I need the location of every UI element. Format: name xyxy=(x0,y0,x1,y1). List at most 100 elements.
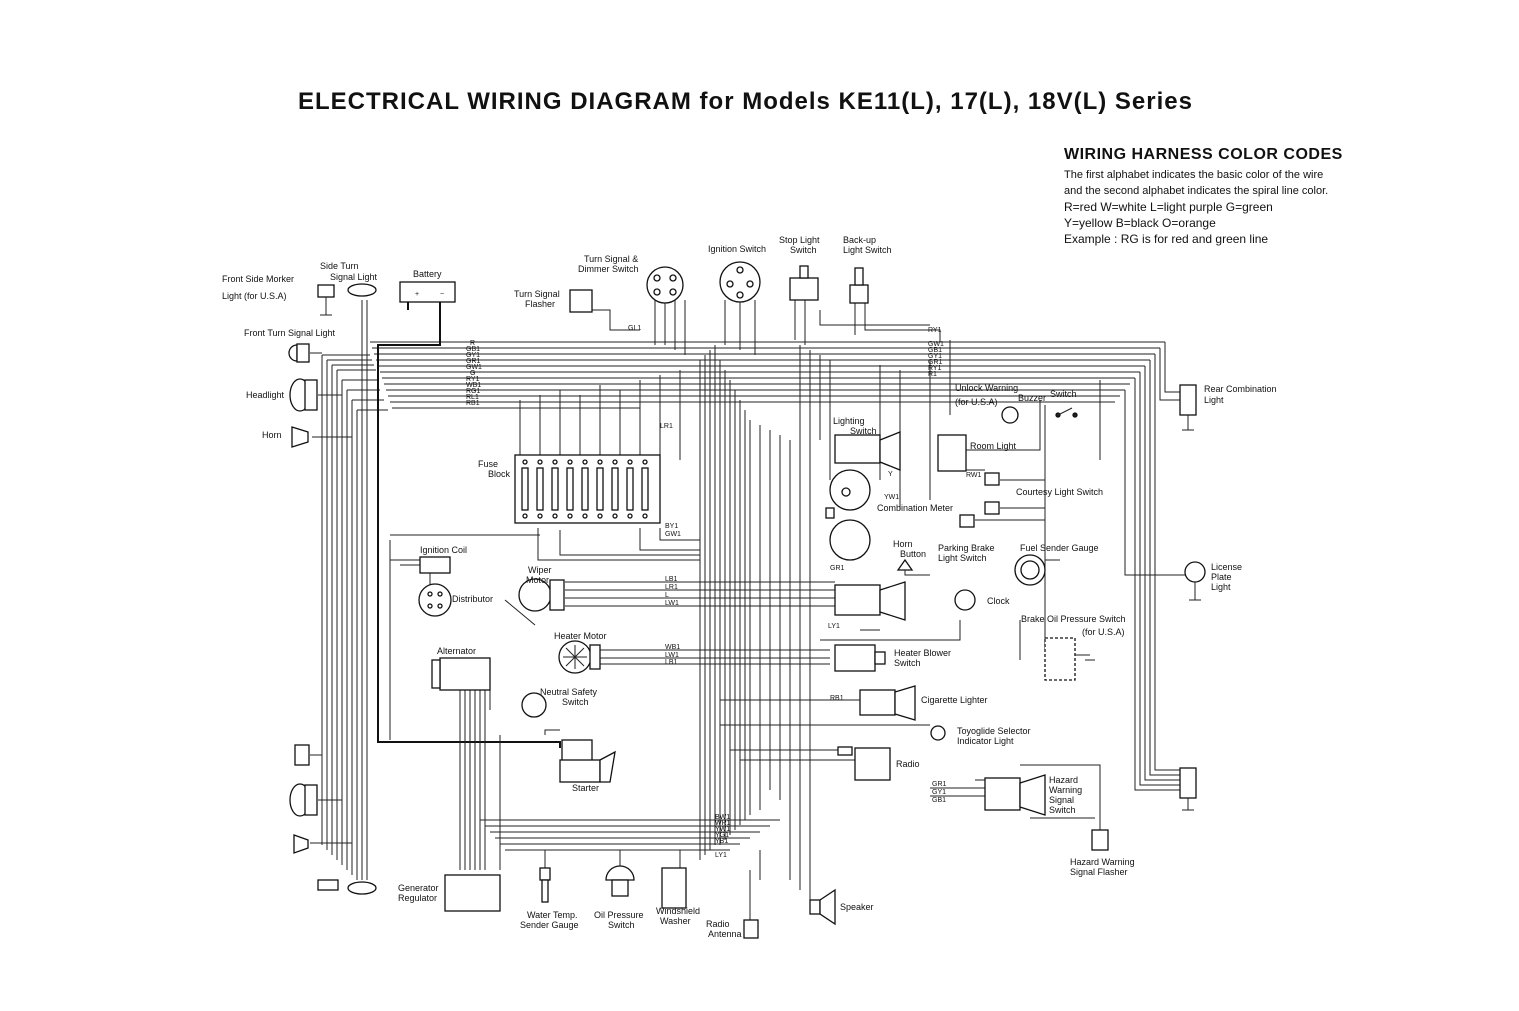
generator-regulator xyxy=(444,874,501,912)
svg-text:−: − xyxy=(440,291,444,298)
oil-pressure-label: Oil Pressure xyxy=(594,910,644,920)
heater-blower-label-2: Switch xyxy=(894,658,921,668)
engine-wire-codes: BW1 WR1 YW1 YG1 YB1 LY1 xyxy=(715,814,731,859)
legend-line-1: The first alphabet indicates the basic c… xyxy=(1064,169,1324,181)
license-plate-label-3: Light xyxy=(1211,582,1231,592)
wiper-motor xyxy=(504,578,565,626)
fuse-block-label-2: Block xyxy=(488,469,511,479)
misc-wire-codes: GL1 GR1 LR1 RB1 BY1 GW1 LY1 RW1 YW1 Y xyxy=(628,325,982,702)
neutral-safety-switch xyxy=(521,692,547,718)
side-turn-signal-label-2: Signal Light xyxy=(330,272,378,282)
front-side-marker-label: Front Side Morker xyxy=(222,274,294,284)
front-side-marker-light xyxy=(317,284,335,316)
lighting-switch-label: Lighting xyxy=(833,416,865,426)
lighting-switch xyxy=(834,431,901,471)
fuse-terminal xyxy=(642,513,648,519)
front-side-marker-light-2 xyxy=(317,879,339,891)
wire-code: LW1 xyxy=(665,600,679,607)
hazard-wire-codes: GR1 GY1 GB1 xyxy=(932,781,947,804)
wire-code: LY1 xyxy=(715,852,727,859)
heater-blower-switch xyxy=(834,644,886,672)
fuse-terminal xyxy=(567,513,573,519)
side-turn-signal-light xyxy=(347,283,377,297)
combination-meter xyxy=(825,469,871,561)
wire-code: LR1 xyxy=(660,423,673,430)
radio-antenna-label: Radio xyxy=(706,919,730,929)
fuse-terminal xyxy=(582,459,588,465)
wire-code: GB1 xyxy=(928,347,942,354)
heater-motor-label: Heater Motor xyxy=(554,631,607,641)
horn-2 xyxy=(293,834,309,854)
wire-code: BW1 xyxy=(715,814,730,821)
water-temp-label-2: Sender Gauge xyxy=(520,920,579,930)
clock xyxy=(954,589,976,611)
rear-combination-label-2: Light xyxy=(1204,395,1224,405)
radio-label: Radio xyxy=(896,759,920,769)
front-turn-signal-label: Front Turn Signal Light xyxy=(244,328,336,338)
ignition-switch xyxy=(719,261,761,303)
parking-brake-label-2: Light Switch xyxy=(938,553,987,563)
wire-code: WB1 xyxy=(466,382,481,389)
wire-code: GW1 xyxy=(928,341,944,348)
hazard-switch-label-3: Signal xyxy=(1049,795,1074,805)
svg-text:+: + xyxy=(415,291,419,298)
brake-oil-pressure-switch xyxy=(1044,637,1095,681)
right-wire-codes: RY1 GW1 GB1 GY1 GR1 RY1 R1 xyxy=(928,327,944,378)
fuse xyxy=(641,467,649,511)
fuel-sender-label: Fuel Sender Gauge xyxy=(1020,543,1099,553)
water-temp-sender-gauge xyxy=(539,867,551,903)
hazard-warning-flasher xyxy=(1091,829,1109,851)
fuse-terminal xyxy=(597,513,603,519)
stop-light-switch-label: Stop Light xyxy=(779,235,820,245)
water-temp-label: Water Temp. xyxy=(527,910,578,920)
neutral-safety-label: Neutral Safety xyxy=(540,687,598,697)
wire-code: L xyxy=(665,592,669,599)
wire-code: GY1 xyxy=(928,353,942,360)
hazard-flasher-label-2: Signal Flasher xyxy=(1070,867,1128,877)
fuse-terminal xyxy=(582,513,588,519)
cigarette-lighter xyxy=(850,685,916,721)
turn-signal-flasher-label-2: Flasher xyxy=(525,299,555,309)
fuse xyxy=(566,467,574,511)
stop-light-switch-label-2: Switch xyxy=(790,245,817,255)
wire-code: GR1 xyxy=(932,781,947,788)
windshield-washer-label-2: Washer xyxy=(660,916,691,926)
fuse-terminal xyxy=(612,513,618,519)
legend-line-3: R=red W=white L=light purple G=green xyxy=(1064,200,1273,214)
wire-code: YG1 xyxy=(715,832,729,839)
fuse-terminal xyxy=(612,459,618,465)
wire-code: R1 xyxy=(928,371,937,378)
courtesy-switch-label: Courtesy Light Switch xyxy=(1016,487,1103,497)
fuse xyxy=(536,467,544,511)
speaker-label: Speaker xyxy=(840,902,874,912)
fuel-sender-gauge xyxy=(1014,554,1046,586)
windshield-washer xyxy=(661,867,687,909)
legend-line-4: Y=yellow B=black O=orange xyxy=(1064,216,1216,230)
horn xyxy=(291,426,309,448)
main-harness-wires xyxy=(370,341,1165,409)
wire-code: RY1 xyxy=(928,327,942,334)
central-vertical-wires xyxy=(519,340,1101,890)
wire-code: Y xyxy=(888,471,893,478)
clock-label: Clock xyxy=(987,596,1010,606)
lighting-switch-label-2: Switch xyxy=(850,426,877,436)
brake-oil-pressure-label-2: (for U.S.A) xyxy=(1082,627,1125,637)
hazard-switch-label-2: Warning xyxy=(1049,785,1082,795)
fuse-terminal xyxy=(537,513,543,519)
fuse-terminal xyxy=(642,459,648,465)
unlock-buzzer-label-3: (for U.S.A) xyxy=(955,397,998,407)
left-harness-wires xyxy=(310,300,388,880)
hazard-switch-label-4: Switch xyxy=(1049,805,1076,815)
horn-button-label: Horn xyxy=(893,539,913,549)
wire-code: LY1 xyxy=(828,623,840,630)
wiper-wire-codes: LB1 LR1 L LW1 xyxy=(665,576,679,607)
hazard-warning-switch xyxy=(984,774,1046,816)
wiper-motor-label: Wiper xyxy=(528,565,552,575)
parking-brake-label: Parking Brake xyxy=(938,543,995,553)
fuse-terminal xyxy=(522,459,528,465)
distributor xyxy=(418,583,452,617)
fuse-terminal xyxy=(627,513,633,519)
fuse xyxy=(611,467,619,511)
headlight xyxy=(289,378,318,412)
